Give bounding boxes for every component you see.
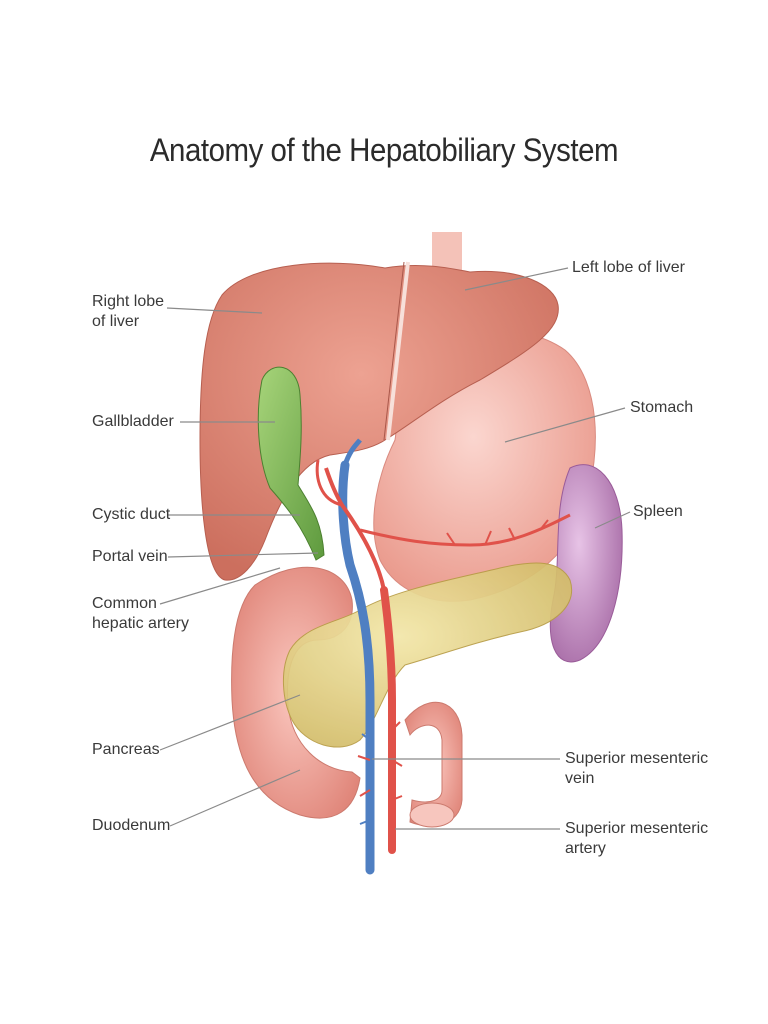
falciform-ligament [386, 261, 410, 441]
gallbladder [257, 366, 325, 561]
label-duodenum: Duodenum [92, 817, 171, 834]
common-hepatic-artery [324, 467, 386, 591]
superior-mesenteric-artery [380, 586, 396, 854]
label-superior-mesenteric-artery: Superior mesenteric artery [565, 820, 709, 857]
label-left-lobe-of-liver: Left lobe of liver [572, 259, 685, 276]
label-common-hepatic-artery: Common hepatic artery [92, 595, 189, 632]
label-spleen: Spleen [633, 503, 683, 520]
label-right-lobe-of-liver: Right lobe of liver [92, 293, 165, 330]
page-title: Anatomy of the Hepatobiliary System [149, 132, 619, 168]
label-portal-vein: Portal vein [92, 548, 168, 565]
label-superior-mesenteric-vein: Superior mesenteric vein [565, 750, 709, 787]
leader-lines [159, 267, 631, 830]
liver [199, 262, 559, 581]
pancreas [282, 562, 572, 748]
superior-mesenteric-vein [338, 460, 375, 875]
label-cystic-duct: Cystic duct [92, 506, 171, 523]
label-pancreas: Pancreas [92, 741, 160, 758]
label-stomach: Stomach [630, 399, 694, 416]
label-gallbladder: Gallbladder [92, 413, 174, 430]
spleen [549, 464, 623, 663]
